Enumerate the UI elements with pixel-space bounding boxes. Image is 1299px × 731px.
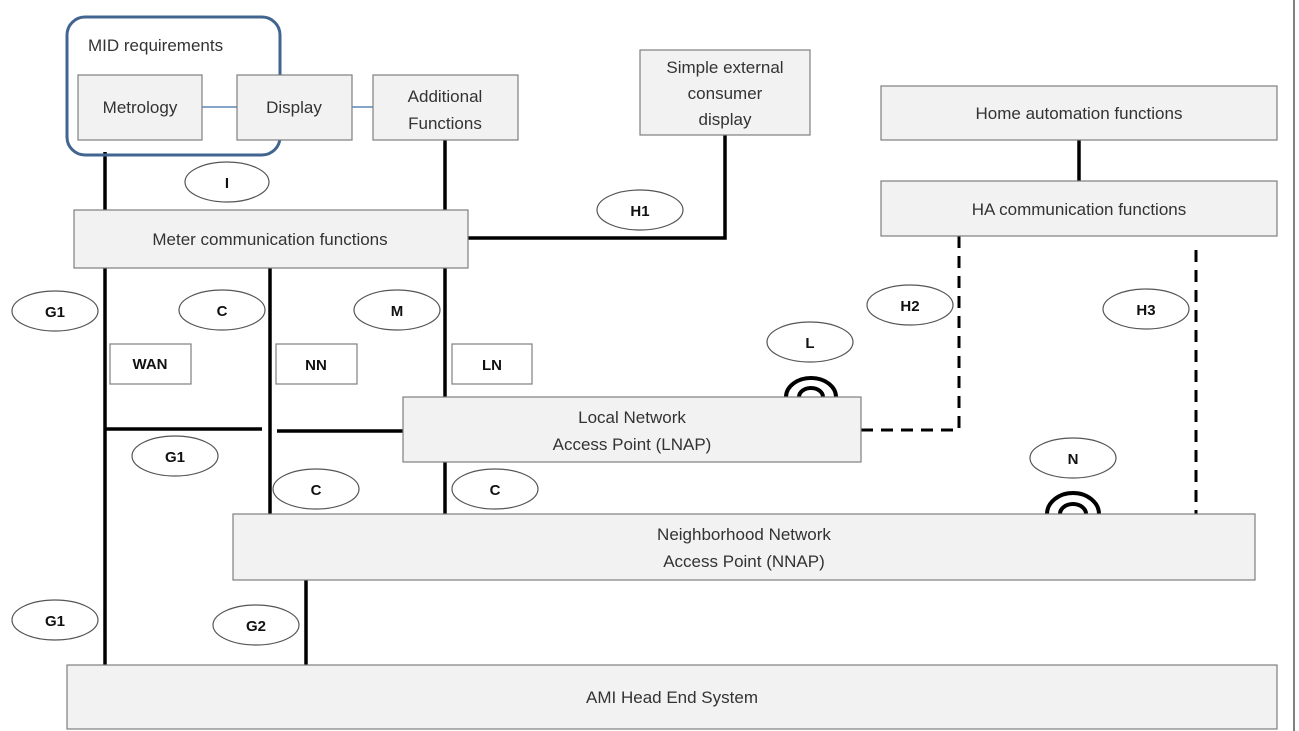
- additional-functions-label-line1: Additional: [408, 87, 483, 106]
- interface-n-oval: [1029, 437, 1117, 479]
- nnap-label-line1: Neighborhood Network: [657, 525, 831, 544]
- external-display-label-line3: display: [699, 110, 752, 129]
- external-display-label-line2: consumer: [688, 84, 763, 103]
- interface-h3-oval: [1102, 288, 1190, 330]
- metrology-label: Metrology: [103, 98, 178, 117]
- lnap-label-line2: Access Point (LNAP): [553, 435, 712, 454]
- ha-communication-box[interactable]: [880, 180, 1278, 237]
- interface-l-oval: [766, 321, 854, 363]
- interface-g1-top-label: G1: [45, 304, 65, 321]
- interface-c-left-label: C: [311, 482, 322, 499]
- display-label: Display: [266, 98, 322, 117]
- home-automation-label: Home automation functions: [976, 104, 1183, 123]
- interface-h3-label: H3: [1136, 302, 1155, 319]
- nnap-box[interactable]: [232, 513, 1256, 581]
- external-display-label-line1: Simple external: [666, 58, 783, 77]
- nnap-antenna-outer: [1045, 491, 1101, 515]
- ln-tag-label: LN: [482, 357, 502, 374]
- interface-m-label: M: [391, 303, 404, 320]
- additional-functions-box[interactable]: [372, 74, 519, 141]
- interface-n-label: N: [1068, 451, 1079, 468]
- interface-c-top-label: C: [217, 303, 228, 320]
- interface-h2-oval: [866, 284, 954, 326]
- meter-communication-label: Meter communication functions: [152, 230, 387, 249]
- nn-tag-box: [275, 343, 358, 385]
- interface-g2-label: G2: [246, 618, 266, 635]
- interface-l-label: L: [805, 335, 814, 352]
- interface-c-left-oval: [272, 468, 360, 510]
- additional-functions-label-line2: Functions: [408, 114, 482, 133]
- wire-h1: [468, 135, 727, 240]
- interface-h1-oval: [596, 189, 684, 231]
- ha-communication-label: HA communication functions: [972, 200, 1187, 219]
- wire-h2-dashed: [861, 236, 961, 432]
- interface-g1-bottom-label: G1: [45, 613, 65, 630]
- interface-i-oval: [184, 161, 270, 203]
- interface-h1-label: H1: [630, 203, 649, 220]
- interface-h2-label: H2: [900, 298, 919, 315]
- ami-head-end-box[interactable]: [66, 664, 1278, 730]
- interface-c-right-label: C: [490, 482, 501, 499]
- wan-tag-label: WAN: [133, 356, 168, 373]
- ln-tag-box: [451, 343, 533, 385]
- lnap-label-line1: Local Network: [578, 408, 686, 427]
- interface-g2-oval: [212, 604, 300, 646]
- interface-i-label: I: [225, 175, 229, 192]
- interface-g1-bottom-oval: [11, 599, 99, 641]
- interface-g1-mid-label: G1: [165, 449, 185, 466]
- interface-c-top-oval: [178, 289, 266, 331]
- lnap-antenna-outer: [784, 376, 838, 398]
- interface-c-right-oval: [451, 468, 539, 510]
- external-display-box[interactable]: [639, 49, 811, 136]
- lnap-antenna-inner: [797, 386, 825, 398]
- wan-tag-box: [109, 343, 192, 385]
- home-automation-box[interactable]: [880, 85, 1278, 141]
- interface-g1-mid-oval: [131, 435, 219, 477]
- meter-communication-box[interactable]: [73, 209, 469, 269]
- mid-requirements-title: MID requirements: [88, 36, 223, 55]
- nnap-label-line2: Access Point (NNAP): [663, 552, 825, 571]
- lnap-box[interactable]: [402, 396, 862, 463]
- nn-tag-label: NN: [305, 357, 327, 374]
- metrology-box[interactable]: [77, 74, 203, 141]
- display-box[interactable]: [236, 74, 353, 141]
- nnap-antenna-inner: [1058, 502, 1088, 515]
- interface-g1-top-oval: [11, 290, 99, 332]
- ami-head-end-label: AMI Head End System: [586, 688, 758, 707]
- interface-m-oval: [353, 289, 441, 331]
